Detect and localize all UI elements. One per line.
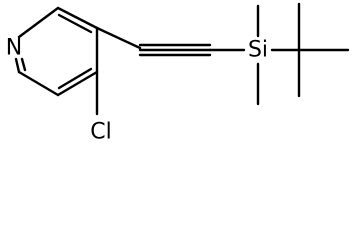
- bond-c2-c3-inner: [57, 13, 93, 34]
- alkyne-triple-bond: [95, 26, 246, 57]
- atom-chlorine-label: Cl: [90, 120, 111, 145]
- bond-c4-c5: [56, 70, 99, 97]
- silyl-group: [256, 2, 350, 106]
- pyridine-ring: [14, 6, 99, 97]
- bond-c4-alkyne: [95, 26, 142, 50]
- bond-c2-c3: [56, 6, 99, 30]
- bond-c5-c6: [17, 70, 60, 97]
- bond-c4-c5-inner: [57, 67, 93, 90]
- bond-c6-n-inner: [20, 57, 27, 72]
- atom-silicon-label: Si: [248, 38, 268, 63]
- molecule-structure-diagram: N Cl Si: [6, 2, 350, 145]
- bond-c6-n: [14, 57, 21, 74]
- bond-n-c2: [17, 6, 60, 39]
- atom-nitrogen-label: N: [6, 36, 22, 61]
